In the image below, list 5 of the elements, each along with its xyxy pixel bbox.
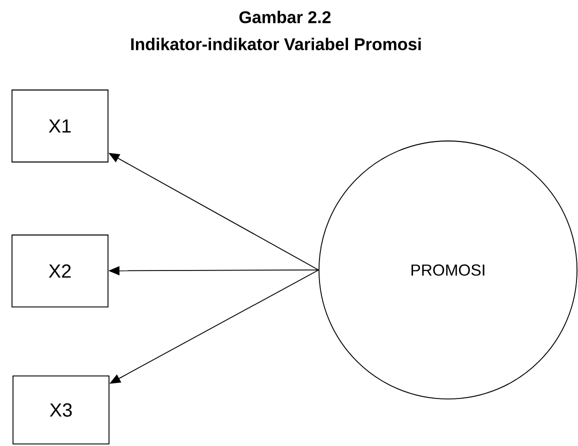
indicator-box: X3 xyxy=(12,376,110,444)
title: Gambar 2.2 xyxy=(239,10,331,24)
subtitle: Indikator-indikator Variabel Promosi xyxy=(131,38,421,50)
indicator-box: X2 xyxy=(12,234,108,308)
indicator-box: X1 xyxy=(12,90,108,162)
